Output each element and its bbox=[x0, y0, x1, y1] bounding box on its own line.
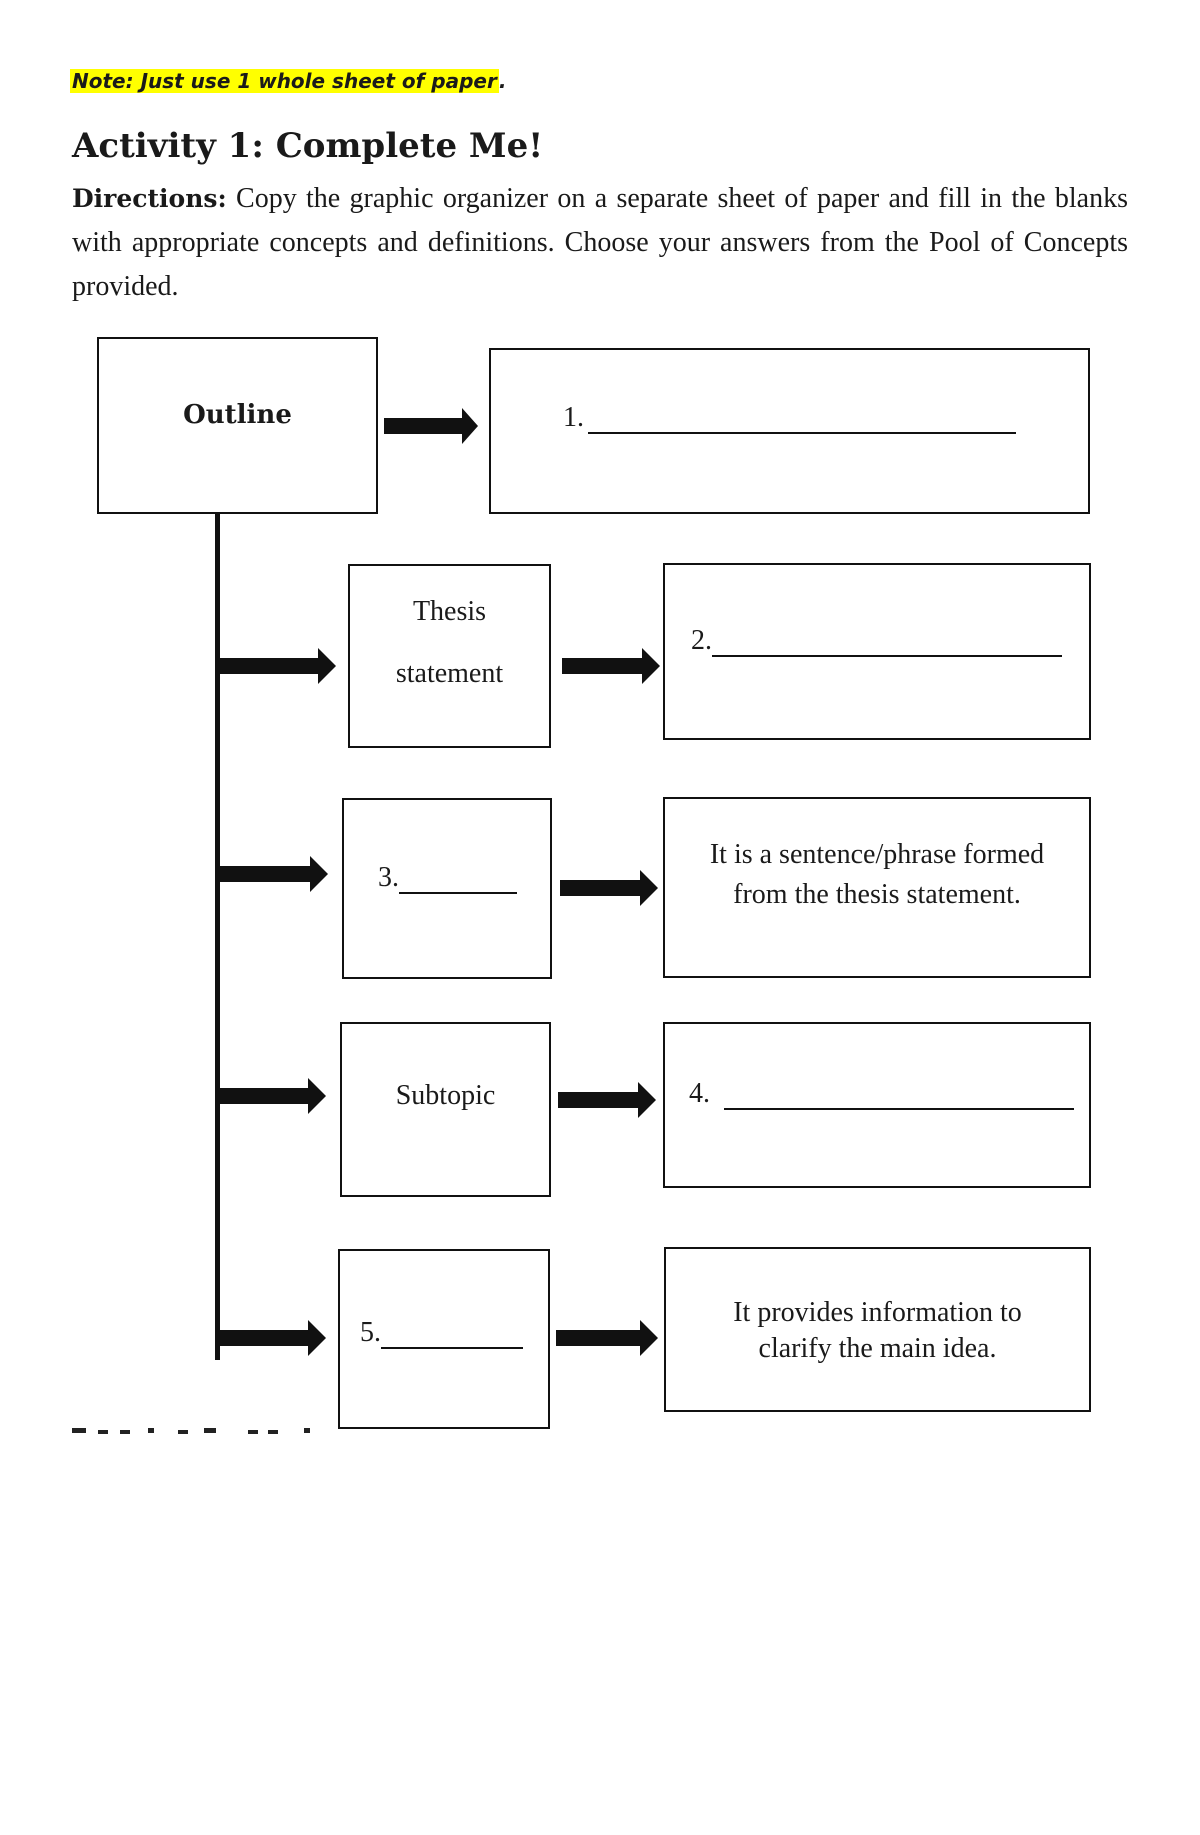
note-period: . bbox=[498, 69, 507, 93]
note-highlight: Note: Just use 1 whole sheet of paper bbox=[70, 69, 499, 93]
directions-text: Copy the graphic organizer on a separate… bbox=[72, 183, 1128, 302]
blank-5-number: 5. bbox=[360, 1317, 381, 1348]
arrow-5-to-definition bbox=[556, 1320, 658, 1356]
outline-label: Outline bbox=[183, 400, 292, 430]
thesis-line-2: statement bbox=[395, 658, 504, 689]
subtopic-label: Subtopic bbox=[395, 1080, 496, 1111]
thesis-line-1: Thesis bbox=[412, 596, 487, 627]
arrow-trunk-to-thesis bbox=[218, 648, 336, 684]
definition-5-line-2: clarify the main idea. bbox=[758, 1333, 997, 1364]
directions-paragraph: Directions: Copy the graphic organizer o… bbox=[72, 177, 1128, 309]
answer-box-3: 3. bbox=[342, 798, 552, 979]
blank-2-line bbox=[712, 629, 1062, 657]
answer-box-5: 5. bbox=[338, 1249, 550, 1429]
arrow-3-to-definition bbox=[560, 870, 658, 906]
activity-title: Activity 1: Complete Me! bbox=[72, 126, 544, 166]
definition-3-line-1: It is a sentence/phrase formed bbox=[709, 839, 1045, 870]
blank-1-line bbox=[588, 406, 1016, 434]
blank-3-number: 3. bbox=[378, 862, 399, 893]
note-line: Note: Just use 1 whole sheet of paper. bbox=[70, 66, 506, 96]
arrow-thesis-to-2 bbox=[562, 648, 660, 684]
arrow-outline-to-1 bbox=[384, 408, 478, 444]
directions-label: Directions: bbox=[72, 184, 227, 213]
answer-box-1: 1. bbox=[489, 348, 1090, 514]
blank-2: 2. bbox=[691, 625, 1062, 657]
clipped-heading-remnant bbox=[72, 1428, 310, 1434]
answer-box-2: 2. bbox=[663, 563, 1091, 740]
definition-3-line-2: from the thesis statement. bbox=[733, 879, 1021, 910]
subtopic-box: Subtopic bbox=[340, 1022, 551, 1197]
blank-5: 5. bbox=[360, 1317, 523, 1349]
outline-box: Outline bbox=[97, 337, 378, 514]
blank-2-number: 2. bbox=[691, 625, 712, 656]
blank-3-line bbox=[399, 866, 517, 894]
blank-3: 3. bbox=[378, 862, 517, 894]
blank-1: 1. bbox=[563, 402, 1016, 434]
answer-box-4: 4. bbox=[663, 1022, 1091, 1188]
blank-1-number: 1. bbox=[563, 402, 584, 433]
arrow-trunk-to-3 bbox=[218, 856, 328, 892]
blank-5-line bbox=[381, 1321, 523, 1349]
arrow-trunk-to-5 bbox=[218, 1320, 326, 1356]
arrow-subtopic-to-4 bbox=[558, 1082, 656, 1118]
arrow-trunk-to-subtopic bbox=[218, 1078, 326, 1114]
definition-5-line-1: It provides information to bbox=[733, 1297, 1022, 1328]
definition-box-5: It provides information to clarify the m… bbox=[664, 1247, 1091, 1412]
thesis-box: Thesis statement bbox=[348, 564, 551, 748]
blank-4: 4. bbox=[689, 1078, 1074, 1110]
definition-box-3: It is a sentence/phrase formed from the … bbox=[663, 797, 1091, 978]
blank-4-line bbox=[724, 1082, 1074, 1110]
blank-4-number: 4. bbox=[689, 1078, 710, 1109]
trunk-line bbox=[215, 514, 220, 1360]
